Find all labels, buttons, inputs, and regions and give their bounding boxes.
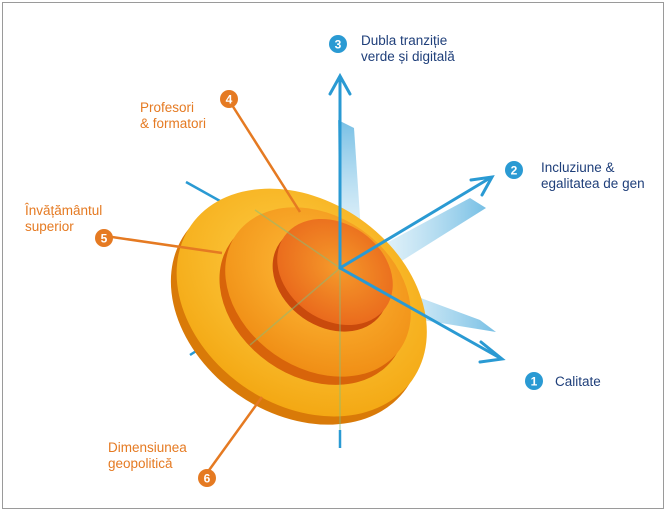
disc-line-front xyxy=(249,267,341,346)
svg-text:5: 5 xyxy=(101,232,108,246)
svg-text:6: 6 xyxy=(204,472,211,486)
leader-5 xyxy=(111,235,223,255)
leader-6 xyxy=(205,396,264,474)
disc-line-back xyxy=(254,209,341,269)
axis1-arrow xyxy=(338,266,506,364)
svg-text:1: 1 xyxy=(531,375,538,389)
svg-text:4: 4 xyxy=(226,93,233,107)
dimension5-label-line1: Învățământul xyxy=(25,203,103,218)
leader-4 xyxy=(230,104,302,213)
dimension5-label-line2: superior xyxy=(25,219,74,234)
axis3-label: Dubla tranziție verde și digitală xyxy=(361,33,455,65)
axis3-label-line2: verde și digitală xyxy=(361,49,455,64)
badge-3: 3 xyxy=(329,35,347,53)
badge-4: 4 xyxy=(220,90,238,108)
badge-5: 5 xyxy=(95,229,113,247)
axis3-label-line1: Dubla tranziție xyxy=(361,33,448,48)
badge-1: 1 xyxy=(525,372,543,390)
axis2-label-line1: Incluziune & xyxy=(541,160,615,175)
axis2-label-line2: egalitatea de gen xyxy=(541,176,645,191)
dimension4-label-line2: & formatori xyxy=(140,116,207,131)
axis2-arrow xyxy=(338,175,495,270)
axis2-label: Incluziune & egalitatea de gen xyxy=(541,160,645,192)
dimension4-label-line1: Profesori xyxy=(140,100,195,115)
svg-text:3: 3 xyxy=(335,38,342,52)
svg-text:2: 2 xyxy=(511,164,518,178)
axis3-arrow xyxy=(328,72,352,270)
badge-2: 2 xyxy=(505,161,523,179)
dimension4-label: Profesori & formatori xyxy=(140,100,206,132)
disc-stack xyxy=(170,188,427,425)
dimension5-label: Învățământul superior xyxy=(25,203,102,235)
dimension6-label-line1: Dimensiunea xyxy=(108,440,187,455)
dimension6-label: Dimensiunea geopolitică xyxy=(108,440,187,472)
axis1-label-line1: Calitate xyxy=(555,374,601,389)
badge-6: 6 xyxy=(198,469,216,487)
dimension6-label-line2: geopolitică xyxy=(108,456,173,471)
axis1-label: Calitate xyxy=(555,374,601,390)
